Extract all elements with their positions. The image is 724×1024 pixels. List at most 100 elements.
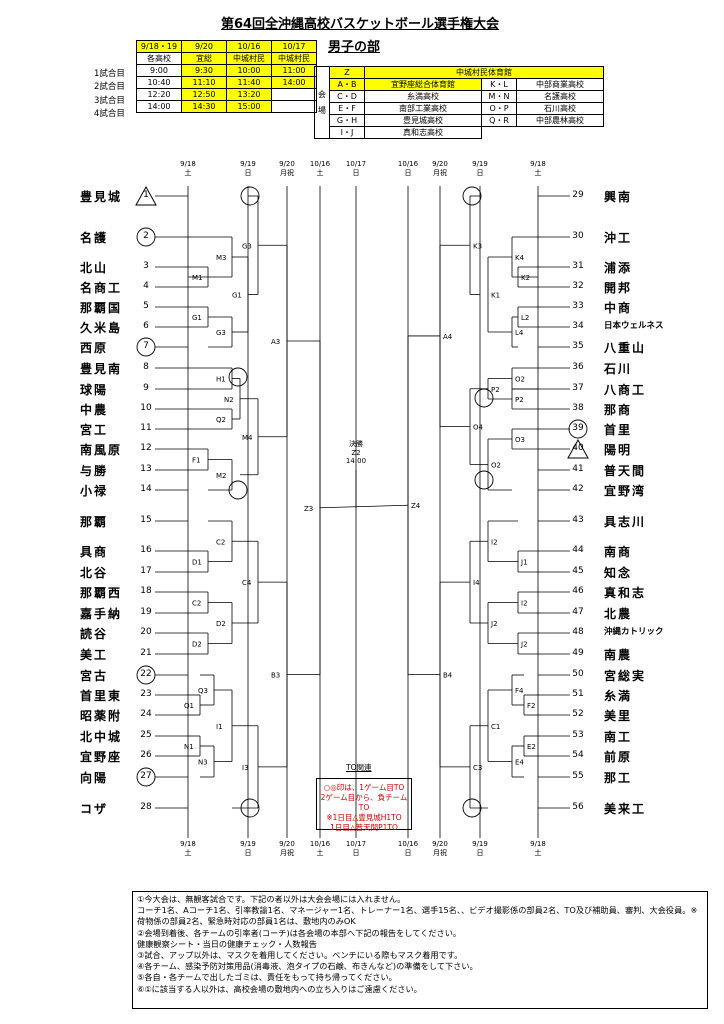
date-label: 9/19 (240, 160, 256, 168)
team-name: 北農 (604, 607, 633, 621)
date-label: 9/20 (432, 840, 448, 848)
venue-table: 会 場 Z 中城村民体育館 A・B 宜野座総合体育館 K・L 中部商業高校 C・… (314, 66, 604, 139)
day-label: 月祝 (433, 169, 447, 177)
match-label: P2 (491, 386, 500, 394)
date-label: 9/20 (279, 160, 295, 168)
day-label: 日 (476, 849, 484, 857)
team-number: 28 (140, 802, 152, 812)
to-line: ※1日目△豊見城H1TO (326, 813, 402, 822)
match-label: Q1 (184, 702, 194, 710)
seed-circle (568, 419, 588, 439)
venue-name: 宜野座総合体育館 (364, 78, 482, 91)
match-label: C2 (216, 538, 225, 546)
team-number: 17 (140, 566, 152, 576)
match-label: A4 (443, 333, 453, 341)
row-label: 4試合目 (94, 109, 125, 120)
date-label: 10/17 (345, 840, 367, 848)
day-label: 土 (316, 849, 324, 857)
day-label: 日 (476, 169, 484, 177)
team-number: 12 (140, 443, 152, 453)
team-number: 42 (572, 484, 584, 494)
team-name: 宮総実 (604, 669, 647, 683)
team-name: 中商 (604, 301, 633, 315)
match-label: I2 (521, 600, 528, 608)
team-name: 日本ウェルネス (604, 321, 664, 331)
match-label: G3 (216, 329, 226, 337)
team-number: 6 (143, 321, 149, 331)
note-line: ④各チーム、感染予防対策用品(消毒液、泡タイプの石鹸、布きんなど)の準備をして下… (137, 961, 478, 972)
seed-circle (136, 767, 156, 787)
match-label: C2 (192, 600, 201, 608)
tournament-title: 第64回全沖縄高校バスケットボール選手権大会 (220, 17, 500, 32)
team-number: 4 (143, 281, 149, 291)
match-label: G1 (232, 292, 242, 300)
schedule-time: 14:30 (181, 100, 227, 113)
team-name: 名商工 (80, 281, 123, 295)
date-label: 9/19 (472, 160, 488, 168)
match-label: D2 (216, 620, 226, 628)
team-name: 八重山 (604, 341, 647, 355)
date-label: 10/16 (397, 160, 419, 168)
team-name: 南農 (604, 648, 633, 662)
row-label: 3試合目 (94, 95, 125, 106)
team-number: 13 (140, 464, 152, 474)
team-number: 36 (572, 362, 584, 372)
team-name: 北中城 (80, 730, 123, 744)
team-name: 興南 (604, 190, 633, 204)
schedule-time: 11:00 (271, 64, 317, 77)
to-info-box: ○◎印は、1ゲーム目TO 2ゲーム目から、負チームTO ※1日目△豊見城H1TO… (316, 778, 412, 832)
match-label: Q3 (198, 687, 208, 695)
bye-circle (228, 367, 248, 387)
team-number: 30 (572, 231, 584, 241)
day-label: 土 (184, 849, 192, 857)
to-line: 2ゲーム目から、負チームTO (320, 793, 408, 812)
team-number: 3 (143, 261, 149, 271)
team-number: 44 (572, 545, 584, 555)
team-number: 32 (572, 281, 584, 291)
team-number: 2 (143, 231, 149, 241)
match-label: C4 (242, 579, 252, 587)
match-label: O4 (473, 424, 484, 432)
division-title: 男子の部 (328, 40, 381, 55)
day-label: 月祝 (433, 849, 447, 857)
team-name: 具商 (80, 545, 109, 559)
team-number: 25 (140, 730, 152, 740)
match-label: O2 (491, 462, 501, 470)
note-line: ①今大会は、無観客試合です。下記の者以外は大会会場には入れません。 (137, 894, 406, 904)
schedule-time: 15:00 (226, 100, 272, 113)
match-label: L4 (515, 329, 524, 337)
team-name: 那覇国 (80, 301, 123, 315)
match-label: F4 (515, 687, 524, 695)
team-number: 29 (572, 190, 584, 200)
team-name: 開邦 (604, 281, 633, 295)
venue-name: 中部農林高校 (516, 114, 604, 127)
team-number: 46 (572, 586, 584, 596)
match-label: Z3 (304, 505, 313, 513)
bye-circle (240, 186, 260, 206)
day-label: 日 (352, 169, 360, 177)
day-label: 日 (404, 849, 412, 857)
row-label: 1試合目 (94, 69, 125, 79)
match-label: D1 (192, 559, 202, 567)
final-label: 決勝 Z2 14:00 (336, 440, 376, 466)
team-number: 21 (140, 648, 152, 658)
match-label: I1 (216, 723, 223, 731)
team-number: 26 (140, 750, 152, 760)
team-name: 沖工 (604, 231, 633, 245)
match-label: K3 (473, 242, 482, 250)
team-name: 中農 (80, 403, 109, 417)
team-name: 南風原 (80, 443, 123, 457)
bye-circle (462, 798, 482, 818)
to-line: 1日目△普天間P1TO (330, 823, 398, 832)
match-label: M2 (216, 472, 227, 480)
team-name: 南工 (604, 730, 633, 744)
team-number: 15 (140, 515, 152, 525)
team-name: 普天間 (604, 464, 647, 478)
